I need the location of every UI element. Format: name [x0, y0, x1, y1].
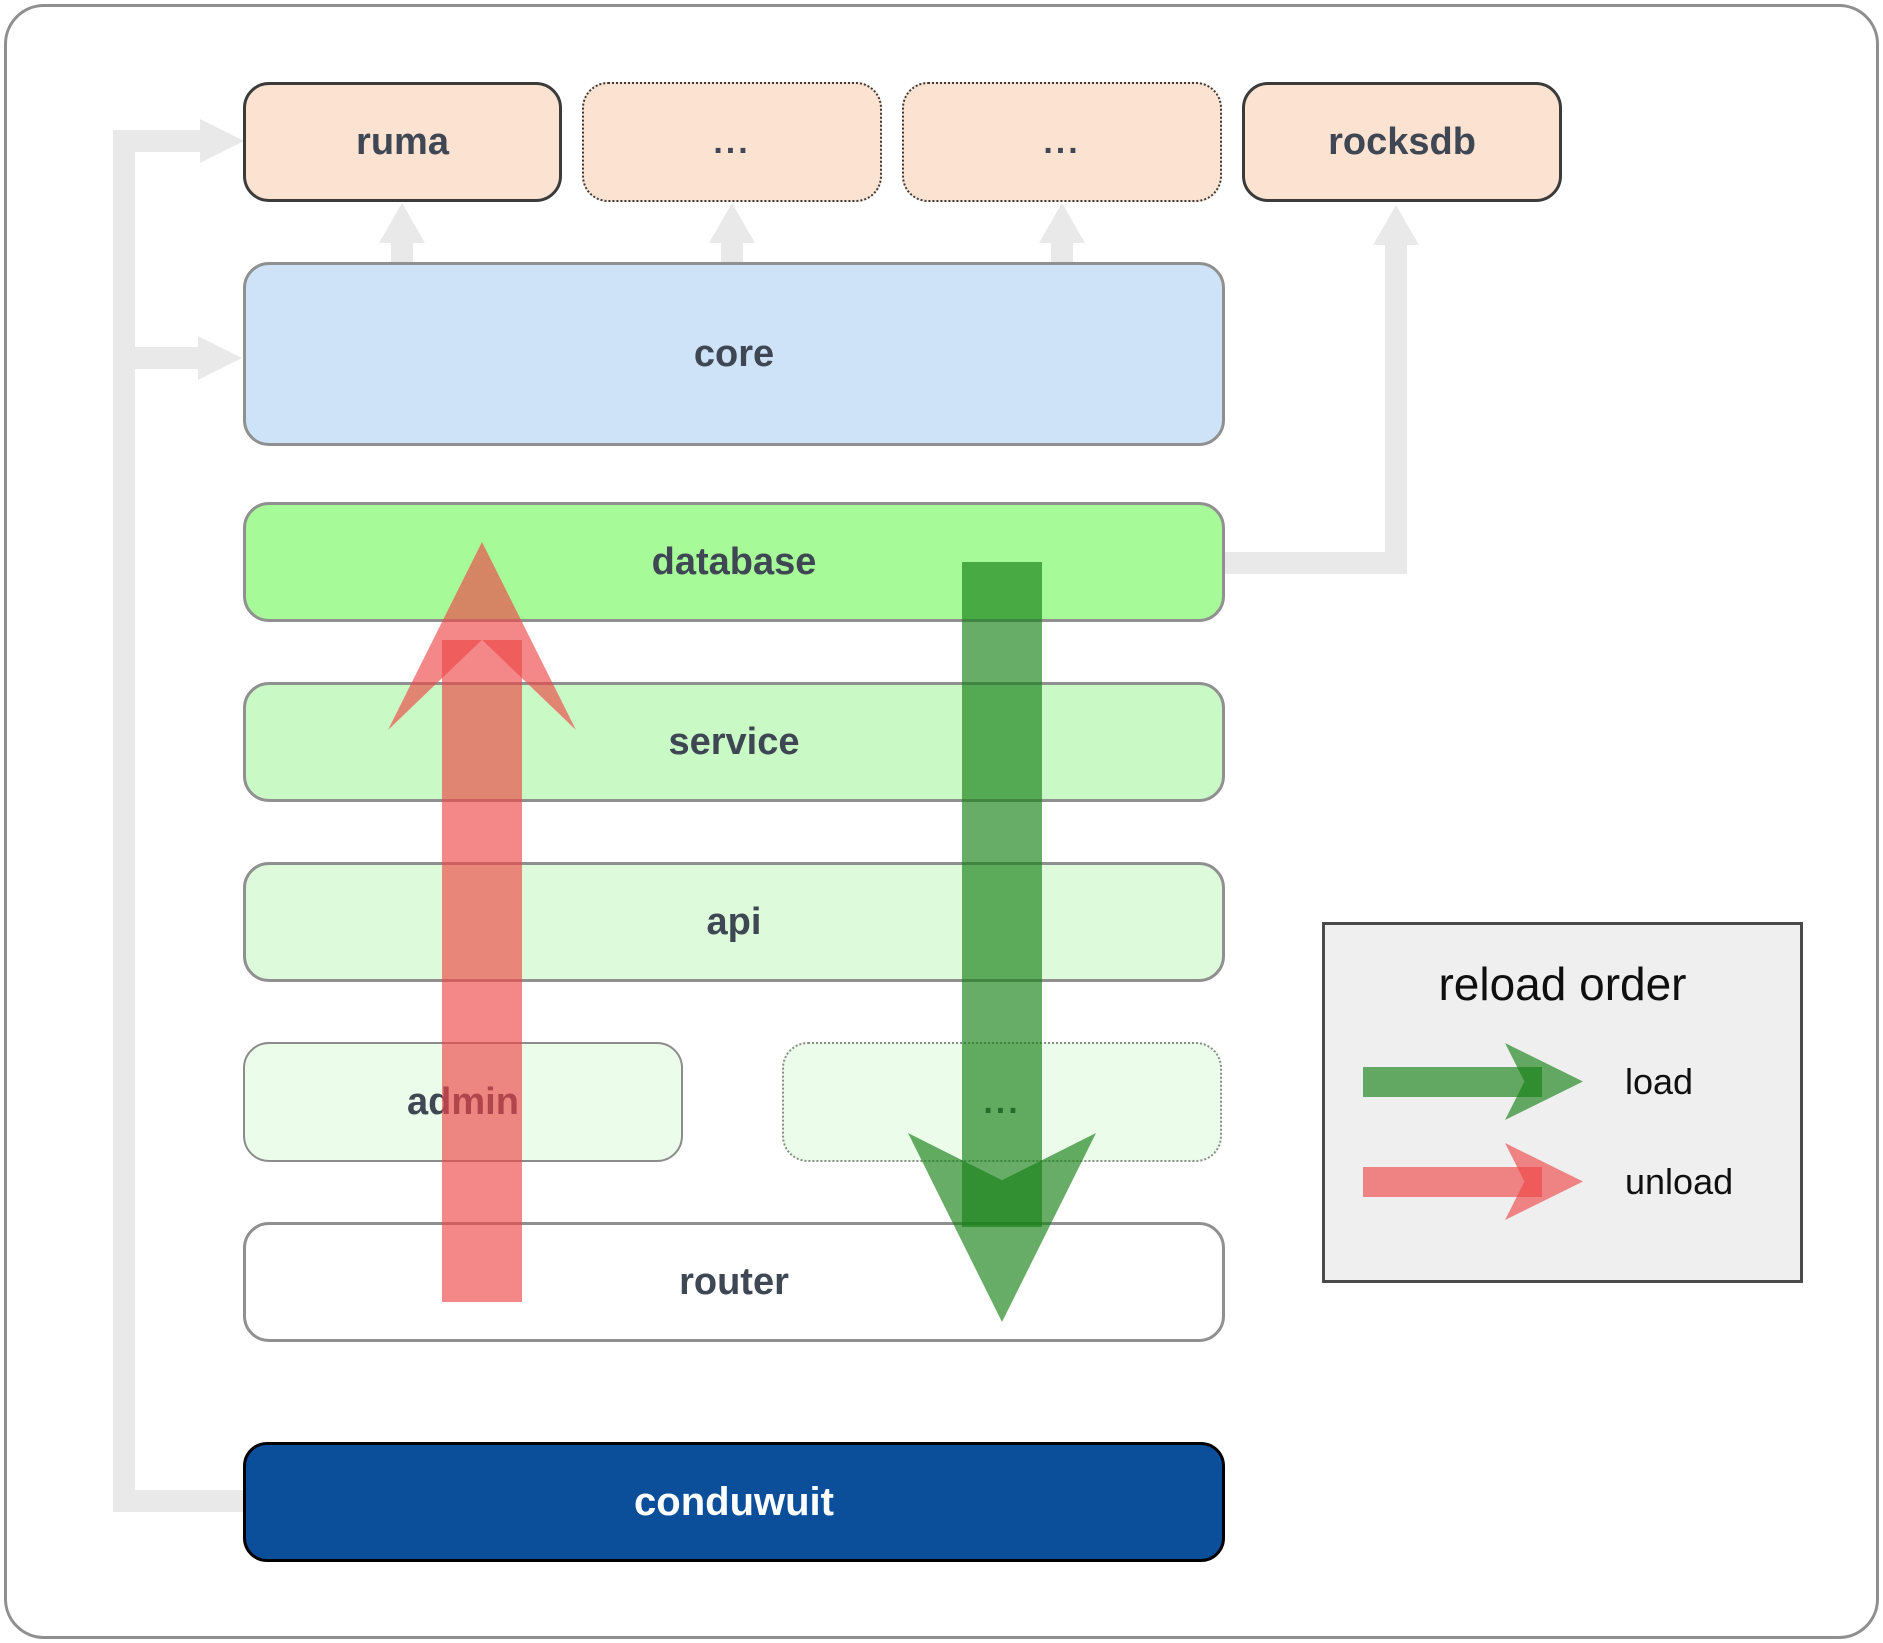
legend-title: reload order: [1438, 958, 1687, 1010]
box-router-label: router: [679, 1260, 789, 1303]
load-arrow-shaft: [962, 562, 1042, 1227]
box-core-label: core: [693, 332, 775, 375]
legend: reload order load unload: [1322, 922, 1803, 1283]
box-dots-top-1: ...: [582, 82, 882, 202]
box-dots-top-2: ...: [902, 82, 1222, 202]
connector-core-to-dots1-shaft: [721, 241, 743, 264]
box-ruma-label: ruma: [356, 120, 449, 163]
box-ruma: ruma: [243, 82, 562, 202]
box-conduwuit-label: conduwuit: [634, 1479, 834, 1524]
box-api: api: [243, 862, 1225, 982]
box-service: service: [243, 682, 1225, 802]
connector-database-to-rocksdb-riser: [1385, 243, 1407, 574]
legend-unload-arrow-shaft: [1363, 1167, 1542, 1197]
connector-to-core-horizontal: [135, 347, 199, 369]
connector-core-to-ruma-shaft: [391, 241, 413, 264]
legend-load-arrow-shaft: [1363, 1067, 1542, 1097]
box-database: database: [243, 502, 1225, 622]
connector-from-conduwuit-horizontal: [113, 1490, 245, 1512]
diagram-frame: [4, 4, 1879, 1639]
box-rocksdb: rocksdb: [1242, 82, 1562, 202]
connector-core-to-dots2-shaft: [1051, 241, 1073, 264]
box-dots-top-1-label: ...: [713, 122, 751, 161]
box-conduwuit: conduwuit: [243, 1442, 1225, 1562]
unload-arrow-shaft: [442, 640, 522, 1302]
box-database-label: database: [651, 540, 817, 583]
box-service-label: service: [668, 720, 800, 763]
connector-database-to-rocksdb-horizontal: [1225, 552, 1407, 574]
box-dots-top-2-label: ...: [1043, 122, 1081, 161]
box-core: core: [243, 262, 1225, 446]
connector-conduwuit-left-riser: [113, 130, 135, 1512]
box-api-label: api: [706, 900, 762, 943]
box-router: router: [243, 1222, 1225, 1342]
legend-load-label: load: [1625, 1061, 1694, 1102]
legend-unload-label: unload: [1625, 1161, 1734, 1202]
connector-to-ruma-horizontal: [113, 130, 201, 152]
box-rocksdb-label: rocksdb: [1328, 120, 1476, 163]
